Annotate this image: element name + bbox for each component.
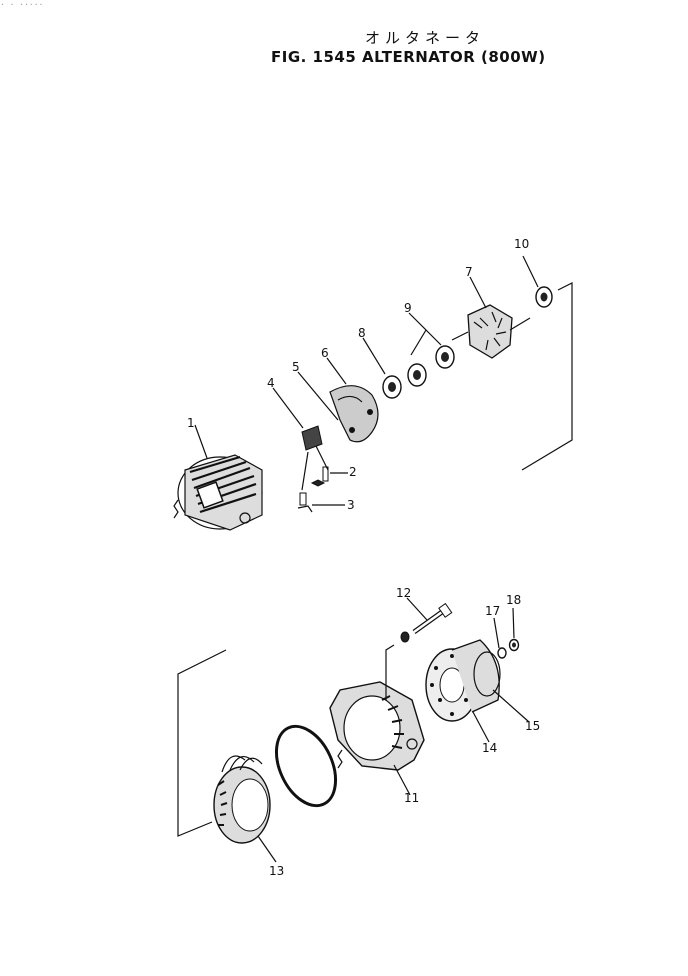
callout-18: 18 [506, 593, 522, 607]
part-11-front-frame [329, 681, 425, 771]
callout-5: 5 [292, 360, 300, 374]
callout-17: 17 [485, 604, 501, 618]
callout-10: 10 [514, 237, 530, 251]
callout-4: 4 [267, 376, 275, 390]
part-12-bolt [412, 602, 453, 635]
part-18-nut [508, 638, 520, 652]
part-8-bearing [382, 375, 402, 399]
callout-3: 3 [347, 498, 355, 512]
callout-13: 13 [269, 864, 285, 878]
callout-11: 11 [404, 791, 420, 805]
part-washer [400, 631, 410, 643]
callout-6: 6 [321, 346, 329, 360]
part-7-rotor [451, 304, 531, 359]
part-6-end-cover [329, 385, 379, 443]
part-4-brush-holder [301, 425, 329, 491]
callout-7: 7 [465, 265, 473, 279]
scan-corner-mark: · · ····· [0, 0, 44, 9]
figure-title: FIG. 1545 ALTERNATOR (800W) [271, 48, 546, 66]
part-9-slip-rings [407, 345, 455, 387]
callout-12: 12 [396, 586, 412, 600]
title-japanese: オルタネータ [365, 29, 486, 47]
callout-15: 15 [525, 719, 541, 733]
callout-9: 9 [404, 301, 412, 315]
callout-14: 14 [482, 741, 498, 755]
part-3-screw [297, 492, 313, 513]
part-2-terminal [310, 466, 329, 487]
part-13-stator [213, 755, 271, 844]
snap-ring [274, 724, 338, 808]
callout-1: 1 [187, 416, 195, 430]
part-1-rear-frame [173, 454, 263, 531]
callout-8: 8 [358, 326, 366, 340]
part-17-washer [497, 647, 507, 659]
part-15-pulley [451, 639, 501, 713]
callout-2: 2 [349, 465, 357, 479]
part-10-bearing [535, 286, 553, 308]
